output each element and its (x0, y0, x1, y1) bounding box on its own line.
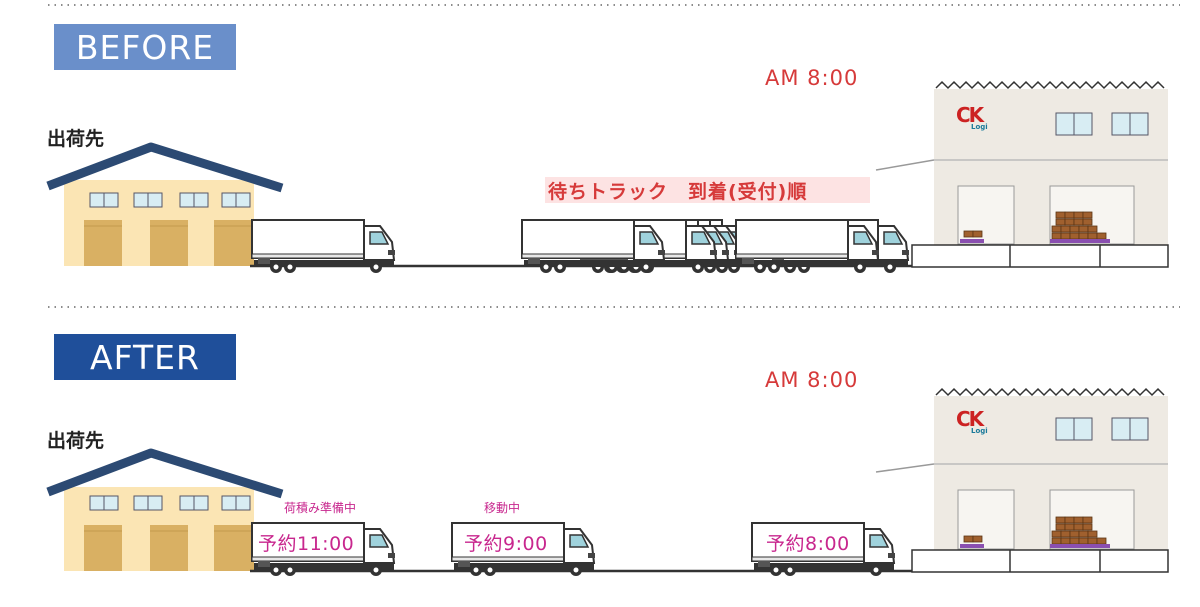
after-time: AM 8:00 (765, 368, 859, 392)
company-logo: CK (956, 103, 984, 127)
after-destination-label: 出荷先 (47, 430, 105, 452)
after-logistics-center (875, 387, 1169, 573)
before-waiting-truck (521, 219, 666, 274)
queue-highlight (545, 177, 870, 203)
after-destination-warehouse (46, 448, 284, 571)
company-logo-sub: Logi (971, 427, 988, 435)
truck-status-label: 荷積み準備中 (284, 501, 357, 515)
before-queue-label: 待ちトラック 到着(受付)順 (548, 181, 808, 203)
before-time: AM 8:00 (765, 66, 859, 90)
truck-reservation-label: 予約9:00 (464, 533, 548, 555)
company-logo-sub: Logi (971, 123, 988, 131)
before-waiting-truck (735, 219, 880, 274)
before-badge: BEFORE (54, 24, 236, 70)
after-badge: AFTER (54, 334, 236, 380)
before-logistics-center (875, 80, 1169, 268)
before-destination-warehouse (46, 142, 284, 266)
company-logo: CK (956, 407, 984, 431)
before-destination-label: 出荷先 (47, 128, 105, 150)
before-loading-truck (251, 219, 396, 274)
truck-reservation-label: 予約11:00 (258, 533, 355, 555)
truck-status-label: 移動中 (484, 501, 521, 515)
truck-reservation-label: 予約8:00 (766, 533, 850, 555)
